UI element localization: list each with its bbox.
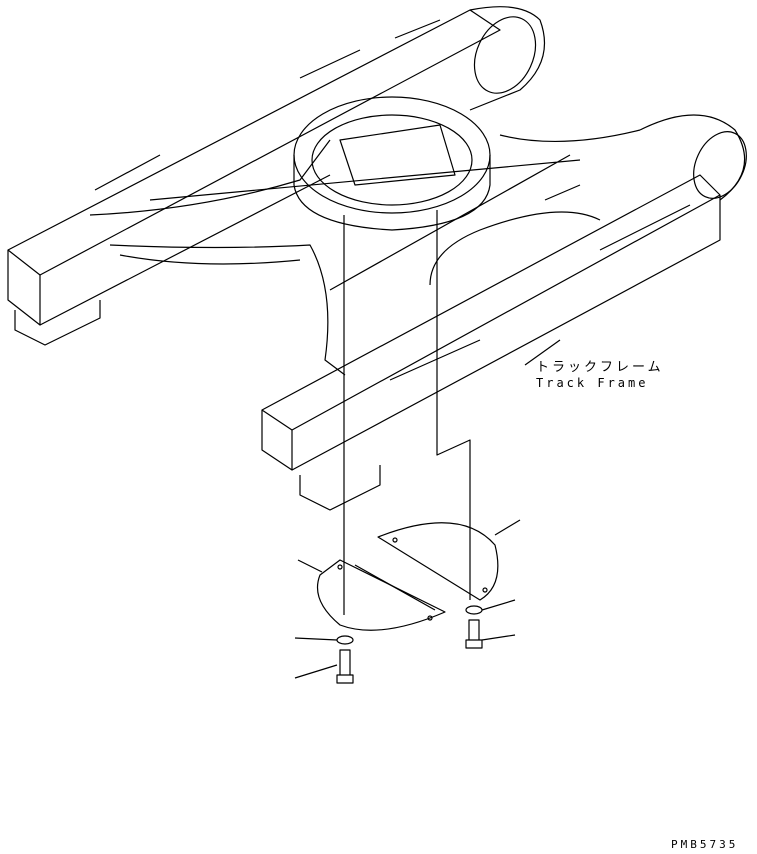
part-label-english: Track Frame	[536, 376, 649, 390]
left-track-beam	[7, 6, 546, 346]
leader-lines	[343, 210, 561, 615]
right-undercover	[377, 519, 521, 601]
swing-circle	[293, 96, 491, 231]
part-label-japanese: トラックフレーム	[536, 360, 664, 375]
left-undercover	[297, 559, 446, 631]
drawing-number: PMB5735	[671, 838, 739, 851]
right-track-beam	[261, 114, 747, 511]
center-body	[89, 129, 641, 376]
washers-bolts	[294, 599, 516, 684]
